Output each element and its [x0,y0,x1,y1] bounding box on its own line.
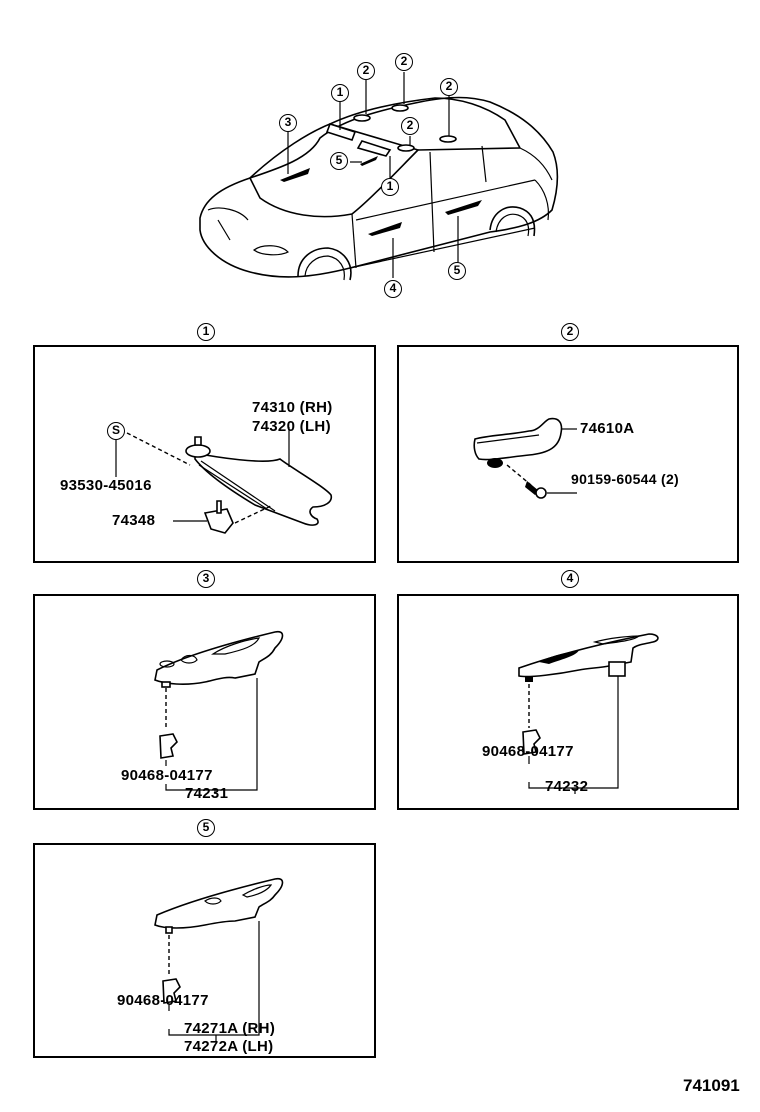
switch-panel-4-drawing [518,633,659,794]
overview-callout-4: 4 [384,280,402,298]
part-number-74310-rh[interactable]: 74310 (RH) [252,399,333,416]
vehicle-overview: 1 1 2 2 2 2 3 4 5 5 [190,40,570,310]
overview-callout-5: 5 [330,152,348,170]
section-2-frame: 74610A 90159-60544 (2) [397,345,739,563]
section-3-frame: 90468-04177 74231 [33,594,376,810]
overview-callout-2: 2 [395,53,413,71]
assist-grip-drawing [473,417,577,499]
s-symbol-icon: S [107,422,125,440]
part-number-74232[interactable]: 74232 [545,778,589,795]
section-1-number: 1 [197,323,215,341]
part-number-93530-45016[interactable]: 93530-45016 [60,477,152,494]
part-number-90468-04177[interactable]: 90468-04177 [121,767,213,784]
section-4-number: 4 [561,570,579,588]
section-1-frame: S 74310 (RH) 74320 (LH) 93530-45016 7434… [33,345,376,563]
switch-panel-5-drawing [154,877,284,1041]
overview-callout-3: 3 [279,114,297,132]
part-number-74348[interactable]: 74348 [112,512,156,529]
part-number-90159-60544[interactable]: 90159-60544 (2) [571,471,680,487]
overview-callout-2: 2 [357,62,375,80]
part-number-90468-04177[interactable]: 90468-04177 [117,992,209,1009]
section-2-number: 2 [561,323,579,341]
part-number-90468-04177[interactable]: 90468-04177 [482,743,574,760]
section-5-number: 5 [197,819,215,837]
illustration-number: 741091 [683,1076,740,1095]
section-4-frame: 90468-04177 74232 [397,594,739,810]
overview-callout-5-rear: 5 [448,262,466,280]
overview-callout-1-lower: 1 [381,178,399,196]
part-number-74610a[interactable]: 74610A [580,420,635,437]
part-number-74231[interactable]: 74231 [185,785,229,802]
part-number-74272a-lh[interactable]: 74272A (LH) [184,1038,274,1055]
switch-panel-3-drawing [154,630,284,794]
part-number-74320-lh[interactable]: 74320 (LH) [252,418,331,435]
section-5-frame: 90468-04177 74271A (RH) 74272A (LH) [33,843,376,1058]
overview-callout-1: 1 [331,84,349,102]
section-3-number: 3 [197,570,215,588]
overview-callout-2: 2 [401,117,419,135]
part-number-74271a-rh[interactable]: 74271A (RH) [184,1020,276,1037]
sun-visor-drawing [115,427,333,534]
car-outline-drawing [199,72,559,281]
overview-callout-2: 2 [440,78,458,96]
